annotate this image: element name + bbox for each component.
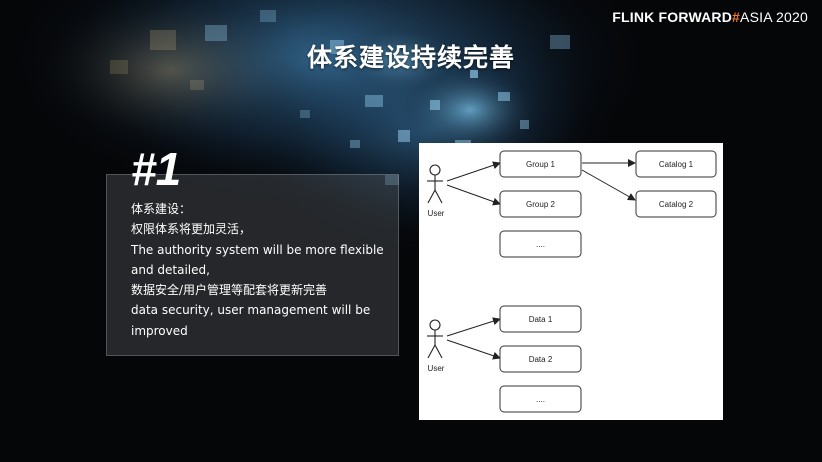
permission-diagram: User User Group 1 Group 2 .... Catalog 1… — [419, 143, 723, 420]
brand-logo: FLINK FORWARD#ASIA 2020 — [612, 9, 808, 25]
box-label: Group 1 — [526, 160, 555, 169]
card-line: 数据安全/用户管理等配套将更新完善 — [131, 283, 328, 298]
box-label: .... — [536, 240, 545, 249]
user-actor-icon — [427, 319, 443, 359]
diagram-box — [499, 230, 582, 258]
user-actor-icon — [427, 164, 443, 204]
diagram-box — [635, 150, 717, 178]
card-line-heading: 体系建设： — [131, 202, 192, 216]
card-line: data security, user management will be — [131, 303, 371, 318]
diagram-box — [499, 345, 582, 373]
brand-event: ASIA 2020 — [740, 9, 808, 25]
diagram-box — [499, 305, 582, 333]
box-label: Group 2 — [526, 200, 555, 209]
connector-arrow — [446, 317, 501, 337]
box-label: Catalog 1 — [659, 160, 694, 169]
card-text: 体系建设： 权限体系将更加灵活， The authority system wi… — [131, 199, 393, 341]
brand-hash: # — [732, 9, 741, 25]
box-label: Catalog 2 — [659, 200, 694, 209]
connector-arrow — [446, 161, 501, 182]
diagram-box — [499, 385, 582, 413]
connector-arrow — [446, 339, 501, 360]
card-line: improved — [131, 323, 188, 338]
connector-arrow — [446, 184, 501, 206]
diagram-box — [499, 150, 582, 178]
section-number: #1 — [131, 143, 181, 195]
box-label: .... — [536, 395, 545, 404]
diagram-box — [635, 190, 717, 218]
diagram-box — [499, 190, 582, 218]
actor-label: User — [428, 209, 445, 218]
box-label: Data 1 — [529, 315, 553, 324]
brand-name: FLINK FORWARD — [612, 9, 733, 25]
connector-arrow — [581, 169, 636, 201]
card-line: 权限体系将更加灵活， — [131, 222, 252, 237]
card-line: and detailed, — [131, 262, 210, 277]
content-card — [106, 174, 399, 356]
slide-title: 体系建设持续完善 — [306, 43, 515, 72]
actor-label: User — [428, 364, 445, 373]
card-line: The authority system will be more flexib… — [131, 242, 384, 257]
box-label: Data 2 — [529, 355, 553, 364]
